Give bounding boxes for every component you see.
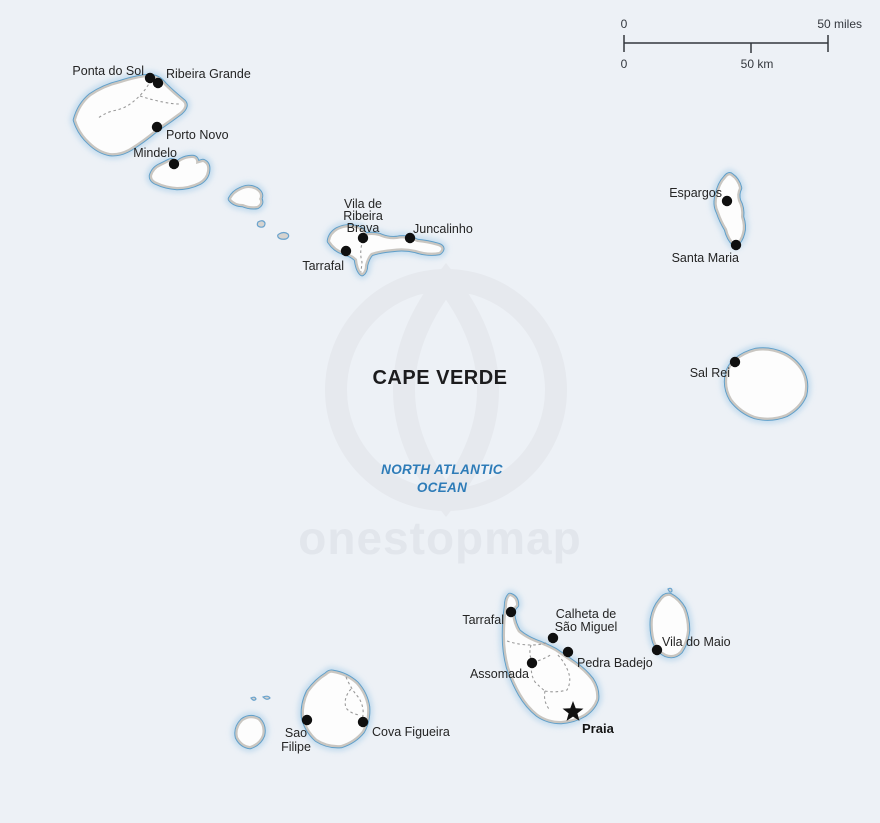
scale-km-zero: 0	[621, 57, 628, 71]
mindelo-label: Mindelo	[133, 146, 177, 160]
juncalinho-label: Juncalinho	[413, 222, 473, 236]
espargos-dot	[721, 195, 733, 207]
country-title: CAPE VERDE	[372, 367, 507, 389]
assomada-label: Assomada	[470, 667, 529, 681]
minor-islets	[250, 220, 673, 701]
tarrafal-santiago-dot	[505, 606, 517, 618]
sao-filipe-line-1: Sao	[285, 726, 307, 740]
vila-line-3: Brava	[347, 221, 380, 235]
espargos-label: Espargos	[669, 186, 722, 200]
assomada-dot	[526, 657, 538, 669]
ponta-do-sol-dot	[144, 72, 156, 84]
cova-figueira-label: Cova Figueira	[372, 725, 450, 739]
sao-filipe-line-2: Filipe	[281, 740, 311, 754]
santa-maria-label: Santa Maria	[672, 251, 739, 265]
ocean-label-line-2: OCEAN	[417, 480, 467, 495]
scale-miles-zero: 0	[621, 17, 628, 31]
sal-rei-dot	[729, 356, 741, 368]
onestopmap-watermark: onestopmap	[298, 512, 581, 564]
vila-do-maio-dot	[651, 644, 663, 656]
sal-rei-label: Sal Rei	[690, 366, 730, 380]
santa-maria-dot	[730, 239, 742, 251]
city-labels: Ponta do Sol Ribeira Grande Porto Novo M…	[72, 64, 739, 754]
scale-bar: 0 50 miles 0 50 km	[621, 17, 862, 71]
tarrafal-sao-nicolau-dot	[340, 245, 352, 257]
mindelo-dot	[168, 158, 180, 170]
pedra-badejo-label: Pedra Badejo	[577, 656, 653, 670]
scale-miles-label: 50 miles	[817, 17, 862, 31]
cova-figueira-dot	[357, 716, 369, 728]
calheta-line-1: Calheta de	[556, 607, 617, 621]
city-dots	[144, 72, 742, 728]
ribeira-grande-dot	[152, 77, 164, 89]
praia-label: Praia	[582, 721, 615, 736]
sao-filipe-dot	[301, 714, 313, 726]
scale-km-label: 50 km	[741, 57, 774, 71]
pedra-badejo-dot	[562, 646, 574, 658]
scale-bar-lines	[623, 35, 829, 53]
globe-watermark-icon	[325, 262, 567, 518]
ribeira-grande-label: Ribeira Grande	[166, 67, 251, 81]
calheta-de-sao-miguel-label: Calheta de São Miguel	[555, 607, 618, 634]
tarrafal-santiago-label: Tarrafal	[462, 613, 504, 627]
vila-line-2: Ribeira	[343, 209, 383, 223]
tarrafal-sao-nicolau-label: Tarrafal	[302, 259, 344, 273]
vila-de-ribeira-brava-dot	[357, 232, 369, 244]
calheta-dot	[547, 632, 559, 644]
porto-novo-label: Porto Novo	[166, 128, 229, 142]
vila-line-1: Vila de	[344, 197, 382, 211]
ocean-label: NORTH ATLANTIC OCEAN	[381, 462, 503, 495]
ponta-do-sol-label: Ponta do Sol	[72, 64, 144, 78]
praia-capital-star-icon	[562, 701, 584, 721]
vila-de-ribeira-brava-label: Vila de Ribeira Brava	[343, 197, 383, 235]
juncalinho-dot	[404, 232, 416, 244]
ocean-label-line-1: NORTH ATLANTIC	[381, 462, 503, 477]
vila-do-maio-label: Vila do Maio	[662, 635, 731, 649]
porto-novo-dot	[151, 121, 163, 133]
sao-filipe-label: Sao Filipe	[281, 726, 311, 754]
calheta-line-2: São Miguel	[555, 620, 618, 634]
